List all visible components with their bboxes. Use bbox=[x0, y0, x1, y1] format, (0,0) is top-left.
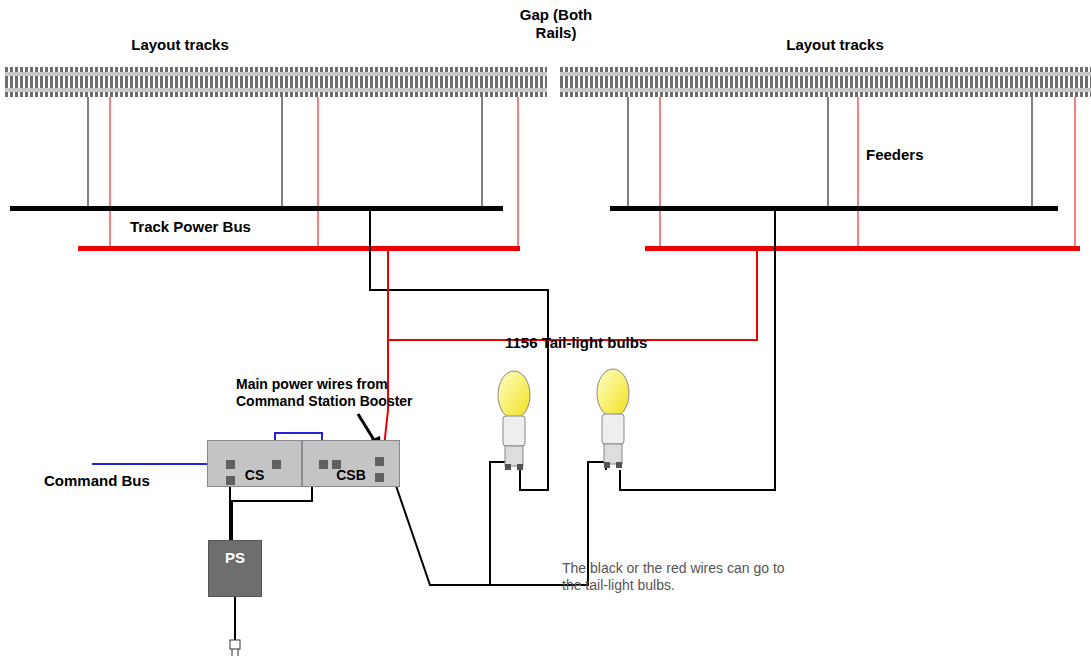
feeders-label: Feeders bbox=[866, 146, 946, 164]
feeders bbox=[88, 97, 1075, 248]
box-label: CS bbox=[208, 467, 301, 484]
track bbox=[5, 67, 1091, 97]
wire bbox=[229, 487, 231, 540]
track-label: Layout tracks bbox=[765, 36, 905, 54]
power-supply: PS bbox=[208, 540, 262, 597]
wire bbox=[232, 487, 312, 540]
command-station-booster: CSB bbox=[302, 440, 400, 487]
plug bbox=[230, 640, 240, 656]
bus-label: Command Bus bbox=[44, 472, 154, 490]
tail-light-bulb bbox=[597, 369, 629, 468]
tail-light-bulb bbox=[498, 371, 530, 470]
box-label: PS bbox=[209, 549, 261, 567]
track-label: Layout tracks bbox=[110, 36, 250, 54]
note: The black or the red wires can go to the… bbox=[562, 560, 797, 594]
wire bbox=[275, 433, 322, 440]
track-power-bus bbox=[10, 206, 1080, 251]
box-label: CSB bbox=[303, 467, 399, 484]
bus-label: Track Power Bus bbox=[130, 218, 290, 236]
callout-note: Main power wires from Command Station Bo… bbox=[236, 376, 431, 410]
command-station: CS bbox=[207, 440, 302, 487]
gap-label: Gap (Both Rails) bbox=[508, 6, 604, 42]
bulb-label: 1156 Tail-light bulbs bbox=[505, 334, 705, 352]
